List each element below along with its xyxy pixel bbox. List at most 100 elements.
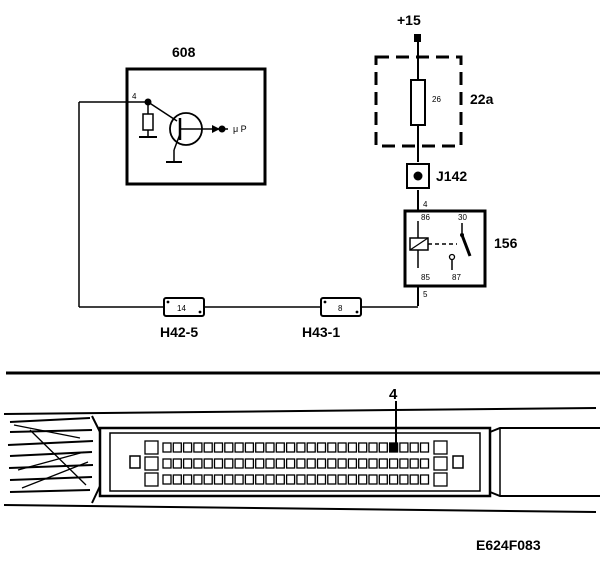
connector-cavity [244,442,255,453]
connector-cavity [296,442,306,453]
connector-cavity [347,458,358,469]
connector-cavity [358,458,368,469]
connector-cavity [285,442,296,453]
ecu-608 [79,67,267,186]
connector-cavity [327,458,337,469]
relay-ref: 156 [494,235,518,251]
connector-cavity [388,442,399,453]
connector-cavity [358,474,368,485]
ecu-mu-label: μ P [233,124,247,134]
connector-cavity [244,474,255,485]
connector-cavity [182,474,193,485]
connector-cavity [419,474,430,485]
connector-cavity [433,472,448,487]
connector-cavity [337,458,347,469]
connector-h43-1-pin: 8 [338,304,343,313]
connector-cavity [213,442,224,453]
connector-cavity [316,458,327,469]
connector-cavity [265,458,275,469]
connector-cavity [144,456,159,471]
ecu-connector-view [3,401,600,513]
fuse-box [374,55,463,148]
connector-cavity [193,474,203,485]
connector-cavity [399,442,409,453]
relay-pin-bottom: 5 [423,290,428,299]
supply-label: +15 [397,12,421,28]
fuse-number: 26 [432,95,441,104]
connector-cavity [224,458,234,469]
connector-cavity [244,458,255,469]
connector-cavity [327,474,337,485]
connector-pin-rows [144,440,448,487]
connector-cavity [433,456,448,471]
connector-cavity [399,474,409,485]
connector-cavity [368,458,378,469]
connector-cavity [162,442,172,453]
connector-cavity [316,474,327,485]
connector-cavity [296,474,306,485]
connector-cavity [388,474,399,485]
connector-cavity [378,458,388,469]
connector-cavity [144,472,159,487]
connector-h42-5-ref: H42-5 [160,324,198,340]
connector-cavity [172,474,182,485]
connector-cavity [296,458,306,469]
connector-cavity [327,442,337,453]
connector-cavity [275,442,285,453]
relay-term-85: 85 [421,273,430,282]
junction-ref: J142 [436,168,467,184]
connector-cavity [255,474,265,485]
junction-j142 [406,163,430,189]
connector-cavity [358,442,368,453]
relay-156 [403,209,487,306]
connector-cavity [378,474,388,485]
connector-cavity [213,474,224,485]
connector-cavity [182,458,193,469]
connector-cavity [234,474,244,485]
connector-cavity [162,458,172,469]
connector-cavity [224,474,234,485]
connector-cavity [182,442,193,453]
connector-cavity [275,458,285,469]
relay-term-86: 86 [421,213,430,222]
connector-cavity [316,442,327,453]
connector-cavity [285,474,296,485]
connector-cavity [306,474,316,485]
figure-code: E624F083 [476,537,541,553]
connector-cavity [234,442,244,453]
connector-cavity [255,442,265,453]
connector-h43-1-ref: H43-1 [302,324,340,340]
connector-cavity [306,458,316,469]
connector-cavity [388,458,399,469]
connector-cavity [409,442,419,453]
pin-callout-label: 4 [389,386,398,403]
connector-cavity [409,474,419,485]
connector-cavity [368,474,378,485]
connector-cavity [419,458,430,469]
connector-cavity [347,442,358,453]
connector-cavity [275,474,285,485]
connector-cavity [265,442,275,453]
connector-h42-5 [163,297,205,317]
ecu-pin: 4 [132,92,137,101]
connector-cavity [409,458,419,469]
connector-h43-1 [320,297,362,317]
relay-term-30: 30 [458,213,467,222]
connector-cavity [144,440,159,455]
connector-cavity [193,442,203,453]
connector-cavity [172,458,182,469]
fuse-ref: 22a [470,91,494,107]
connector-cavity [234,458,244,469]
connector-cavity [162,474,172,485]
connector-cavity [347,474,358,485]
connector-cavity [306,442,316,453]
connector-cavity [285,458,296,469]
connector-cavity [172,442,182,453]
signal-wire [78,102,418,308]
connector-cavity [193,458,203,469]
connector-cavity [203,474,213,485]
connector-cavity [433,440,448,455]
connector-cavity [203,458,213,469]
connector-cavity [368,442,378,453]
